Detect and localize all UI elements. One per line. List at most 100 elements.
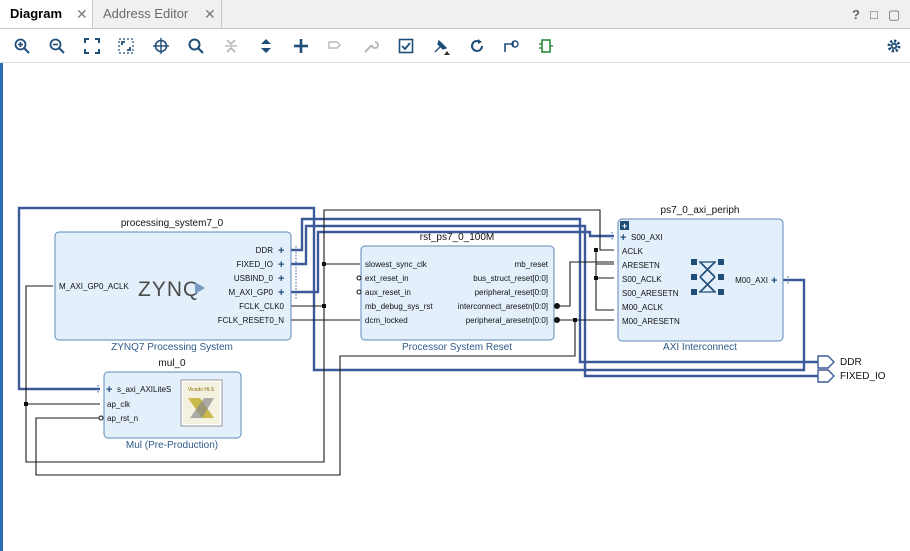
port-label: bus_struct_reset[0:0] [473, 274, 548, 283]
port-label: peripheral_aresetn[0:0] [466, 316, 548, 325]
restore-icon[interactable]: □ [870, 7, 878, 22]
bus-port-stubs [97, 232, 789, 393]
port-label: aux_reset_in [365, 288, 411, 297]
port-pin [98, 415, 104, 421]
port-label: ARESETN [622, 261, 660, 270]
settings-icon[interactable] [883, 35, 905, 57]
close-icon[interactable]: ✕ [76, 6, 88, 22]
port-pin [356, 275, 362, 281]
pin-icon[interactable] [430, 35, 452, 57]
external-port-fixed-io[interactable]: FIXED_IO [817, 369, 886, 383]
properties-icon[interactable] [360, 35, 382, 57]
maximize-icon[interactable]: ▢ [888, 7, 901, 22]
port-label: S00_ACLK [622, 275, 662, 284]
port-label: FCLK_RESET0_N [218, 316, 284, 325]
block-subtitle: ZYNQ7 Processing System [111, 342, 233, 353]
port-label: M_AXI_GP0 [229, 288, 274, 297]
port-label: mb_debug_sys_rst [365, 302, 433, 311]
port-label: M_AXI_GP0_ACLK [59, 282, 129, 291]
junction-dot [322, 262, 326, 266]
tab-diagram[interactable]: Diagram ✕ [0, 0, 93, 28]
fit-selection-icon[interactable] [115, 35, 137, 57]
external-port-label: FIXED_IO [840, 371, 886, 382]
port-label: ap_rst_n [107, 414, 138, 423]
port-label: s_axi_AXILiteS [117, 385, 171, 394]
port-pin [554, 303, 560, 309]
zynq-logo-mark [195, 282, 205, 294]
port-label: M00_ACLK [622, 303, 664, 312]
signal-wires [25, 209, 614, 476]
port-label: ACLK [622, 247, 644, 256]
expand-port-icon[interactable]: + [771, 275, 777, 287]
port-label: FIXED_IO [237, 260, 273, 269]
block-subtitle: Processor System Reset [402, 342, 512, 353]
tab-diagram-label: Diagram [10, 6, 63, 21]
close-icon[interactable]: ✕ [204, 6, 216, 22]
canvas-edge [0, 63, 3, 551]
external-port-ddr[interactable]: DDR [817, 355, 862, 369]
block-diagram-canvas[interactable]: processing_system7_0 ZYNQ7 Processing Sy… [0, 63, 910, 551]
collapse-block-icon[interactable] [620, 221, 629, 230]
block-title: mul_0 [158, 358, 186, 369]
port-label: S00_ARESETN [622, 289, 679, 298]
zynq-logo: ZYNQ [138, 278, 200, 301]
create-port-icon[interactable] [325, 35, 347, 57]
port-label: interconnect_aresetn[0:0] [458, 302, 548, 311]
block-title: processing_system7_0 [121, 218, 224, 229]
zoom-out-icon[interactable] [46, 35, 68, 57]
port-label: dcm_locked [365, 316, 408, 325]
block-subtitle: AXI Interconnect [663, 342, 737, 353]
block-subtitle: Mul (Pre-Production) [126, 440, 218, 451]
external-port-label: DDR [840, 357, 862, 368]
collapse-block-glyph: + [622, 221, 627, 231]
processing-system-block[interactable] [54, 231, 292, 341]
hls-logo: Vivado HLS [180, 379, 223, 427]
port-label: DDR [256, 246, 274, 255]
port-label: mb_reset [515, 260, 549, 269]
expand-port-icon[interactable]: + [278, 245, 284, 257]
junction-dot [594, 276, 598, 280]
port-label: ext_reset_in [365, 274, 409, 283]
optimize-routing-icon[interactable] [500, 35, 522, 57]
port-pin [356, 289, 362, 295]
port-label: USBIND_0 [234, 274, 274, 283]
tab-address-editor[interactable]: Address Editor ✕ [93, 0, 222, 28]
block-title: ps7_0_axi_periph [661, 205, 740, 216]
regenerate-icon[interactable] [466, 35, 488, 57]
tab-address-editor-label: Address Editor [103, 6, 189, 21]
toolbar [0, 29, 910, 63]
hierarchy-icon[interactable] [535, 35, 557, 57]
collapse-all-icon[interactable] [220, 35, 242, 57]
crossbar-icon [691, 259, 724, 295]
expand-port-icon[interactable]: + [278, 287, 284, 299]
tab-bar: Diagram ✕ Address Editor ✕ ? □ ▢ [0, 0, 910, 29]
junction-dot [573, 318, 577, 322]
search-icon[interactable] [185, 35, 207, 57]
expand-all-icon[interactable] [255, 35, 277, 57]
expand-port-icon[interactable]: + [278, 273, 284, 285]
junction-dot [594, 248, 598, 252]
port-pin [554, 317, 560, 323]
expand-port-icon[interactable]: + [106, 384, 112, 396]
validate-icon[interactable] [395, 35, 417, 57]
port-label: M00_ARESETN [622, 317, 680, 326]
expand-port-icon[interactable]: + [620, 232, 626, 244]
block-title: rst_ps7_0_100M [420, 232, 495, 243]
zoom-in-icon[interactable] [11, 35, 33, 57]
junction-dot [322, 304, 326, 308]
expand-port-icon[interactable]: + [278, 259, 284, 271]
port-label: S00_AXI [631, 233, 663, 242]
port-label: FCLK_CLK0 [239, 302, 284, 311]
svg-text:Vivado HLS: Vivado HLS [188, 387, 215, 393]
port-label: ap_clk [107, 400, 131, 409]
auto-connect-icon[interactable] [150, 35, 172, 57]
port-label: peripheral_reset[0:0] [475, 288, 548, 297]
port-label: slowest_sync_clk [365, 260, 428, 269]
junction-dot [24, 402, 28, 406]
fit-full-icon[interactable] [81, 35, 103, 57]
bus-wires [17, 206, 820, 391]
help-icon[interactable]: ? [852, 7, 860, 22]
axi-interconnect-block[interactable] [617, 218, 784, 342]
add-ip-icon[interactable] [290, 35, 312, 57]
port-label: M00_AXI [735, 276, 768, 285]
